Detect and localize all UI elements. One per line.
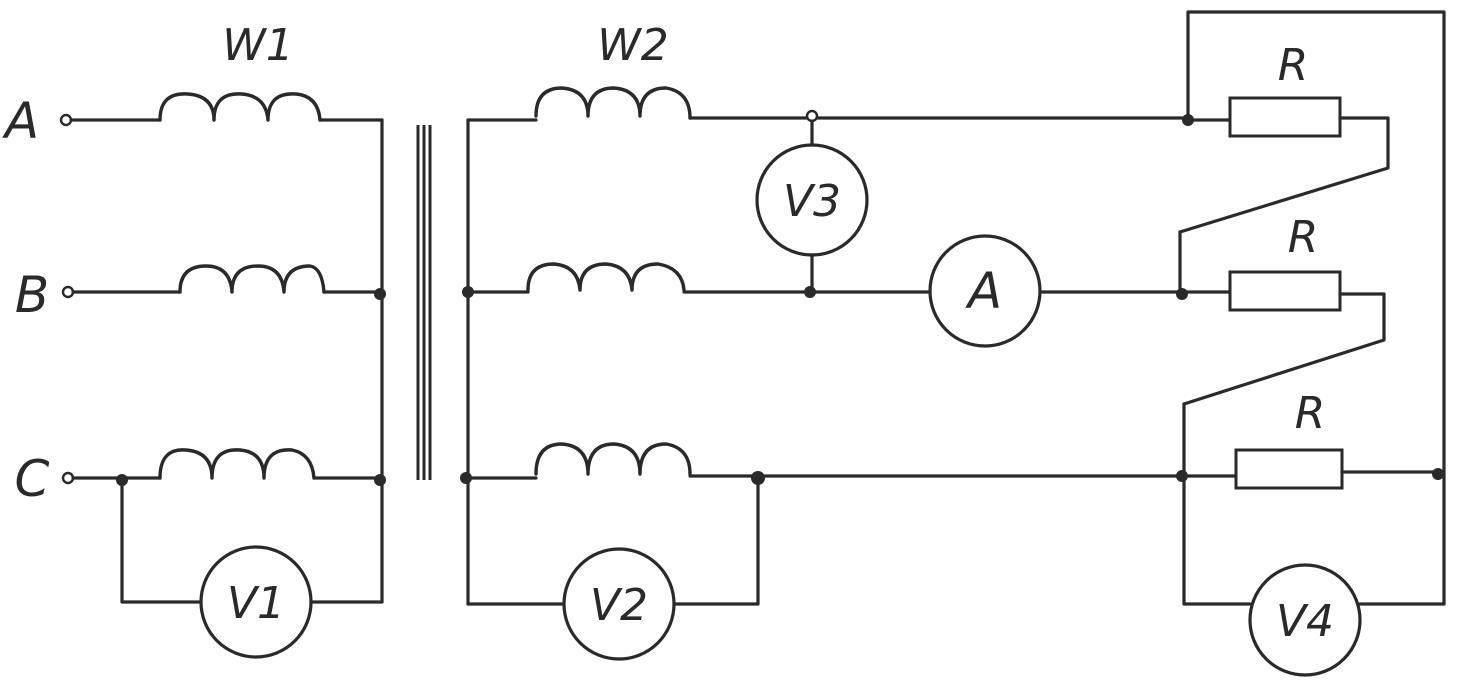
coil-w2-b (526, 262, 686, 292)
coil-w1-b (178, 264, 326, 294)
wire-v1-left (120, 478, 204, 604)
resistor-r1-label: R (1278, 40, 1309, 91)
coil-w2-c (534, 442, 692, 476)
primary-side: V1 (59, 92, 386, 659)
voltmeter-v1 (199, 545, 313, 659)
coil-w2-a (534, 86, 692, 120)
load-delta: R R R V4 (1176, 10, 1446, 677)
phase-c-label: C (15, 450, 50, 508)
junction (804, 286, 816, 298)
voltmeter-v4 (1248, 563, 1362, 677)
junction (1176, 470, 1188, 482)
voltmeter-v2-label: V2 (590, 580, 648, 631)
ammeter (928, 234, 1042, 348)
transformer-core (416, 125, 432, 480)
junction (374, 474, 386, 486)
wire-r1-out (1178, 116, 1390, 234)
wire-v2-right (672, 476, 760, 606)
resistor-r2-label: R (1288, 212, 1319, 263)
voltmeter-v1-label: V1 (227, 578, 285, 629)
resistor-r3-label: R (1295, 388, 1326, 439)
wire-r2-out (1182, 292, 1386, 406)
voltmeter-v2 (562, 547, 676, 661)
junction (1176, 288, 1188, 300)
wire-r3-link (1182, 402, 1252, 606)
junction (374, 288, 386, 300)
ammeter-label: A (965, 262, 1002, 320)
coil-w1-a (158, 92, 322, 122)
phase-b-label: B (15, 266, 49, 324)
phase-a-label: A (2, 92, 39, 150)
voltmeter-v3-label: V3 (783, 176, 841, 227)
junction (1432, 468, 1444, 480)
secondary-winding-label: W2 (597, 20, 669, 71)
voltmeter-v4-label: V4 (1276, 596, 1334, 647)
wire-load-return (1186, 10, 1446, 606)
resistor-r3 (1234, 448, 1344, 490)
resistor-r2 (1228, 270, 1342, 312)
primary-winding-label: W1 (222, 20, 294, 71)
coil-w1-c (158, 448, 316, 480)
secondary-side: V3 A V2 (460, 86, 1238, 661)
resistor-r1 (1228, 96, 1342, 138)
